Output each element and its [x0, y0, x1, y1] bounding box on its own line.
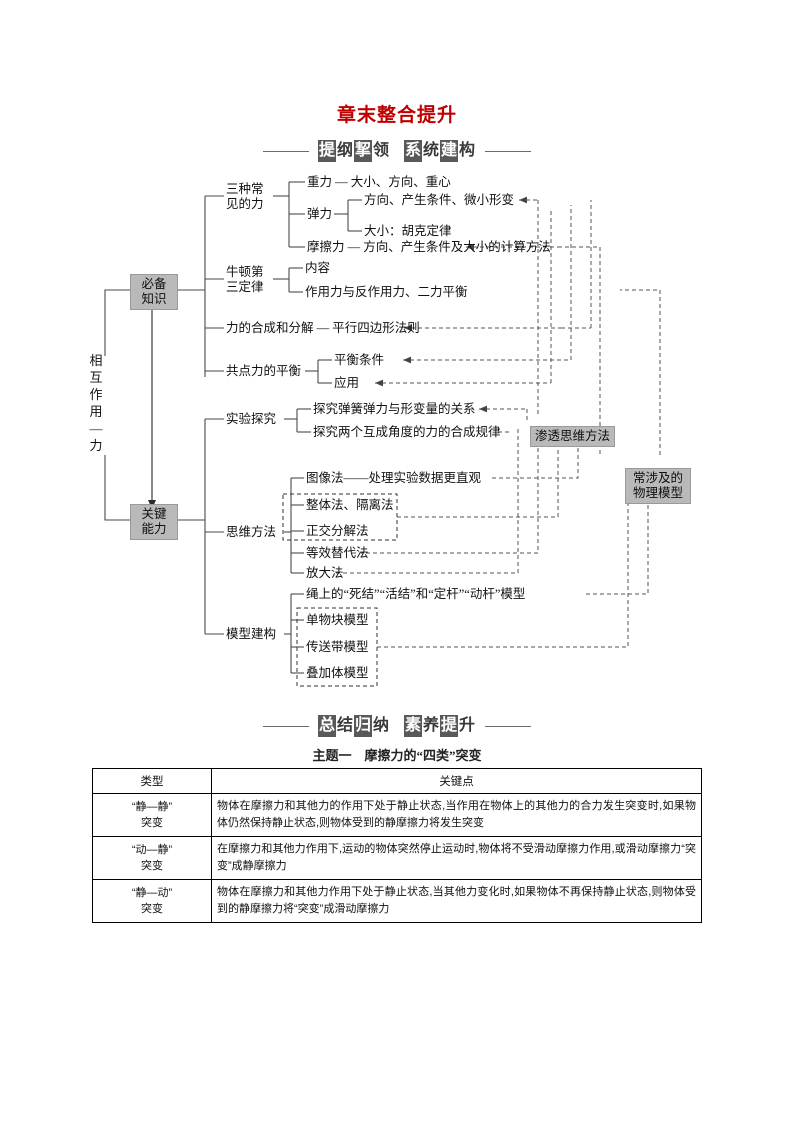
node-thinking-equivalent[interactable]: 等效替代法: [306, 546, 369, 560]
node-thinking-amplify[interactable]: 放大法: [306, 566, 344, 580]
table-cell-point: 物体在摩擦力和其他力作用下处于静止状态,当其他力变化时,如果物体不再保持静止状态…: [211, 879, 702, 923]
node-experiment-compose[interactable]: 探究两个互成角度的力的合成规律: [313, 425, 501, 439]
banner-char-0-3: 纳: [372, 717, 389, 734]
node-thinking-whole[interactable]: 整体法、隔离法: [306, 498, 394, 512]
banner-char-1-0: 系: [404, 140, 423, 162]
table-row: “静—静”突变物体在摩擦力和其他力的作用下处于静止状态,当作用在物体上的其他力的…: [92, 793, 702, 837]
banner-char-0-2: 归: [353, 715, 372, 737]
banner-char-1-1: 统: [423, 142, 440, 159]
node-newton3[interactable]: 牛顿第三定律: [226, 265, 264, 294]
table-cell-type: “静—静”突变: [92, 793, 212, 837]
banner1-words: 提纲挈领系统建构: [317, 140, 476, 162]
banner-char-0-0: 提: [317, 140, 336, 162]
node-experiment-spring[interactable]: 探究弹簧弹力与形变量的关系: [313, 402, 476, 416]
banner-word-0: 提纲挈领: [317, 140, 390, 162]
banner-word-0: 总结归纳: [317, 715, 390, 737]
banner-char-0-2: 挈: [353, 140, 372, 162]
chip-common-models[interactable]: 常涉及的物理模型: [625, 468, 691, 504]
banner-char-1-3: 构: [459, 142, 476, 159]
node-friction[interactable]: 摩擦力 — 方向、产生条件及大小的计算方法: [307, 240, 551, 254]
banner-char-1-2: 建: [440, 140, 459, 162]
banner-char-1-2: 提: [440, 715, 459, 737]
node-modeling[interactable]: 模型建构: [226, 627, 277, 641]
banner2-rule-right: [485, 725, 532, 727]
table-header-point: 关键点: [211, 768, 702, 794]
table-cell-type: “动—静”突变: [92, 836, 212, 880]
friction-mutation-table: 类型 关键点 “静—静”突变物体在摩擦力和其他力的作用下处于静止状态,当作用在物…: [92, 768, 702, 923]
banner-char-1-0: 素: [404, 715, 423, 737]
banner-word-1: 素养提升: [404, 715, 476, 737]
table-cell-point: 物体在摩擦力和其他力的作用下处于静止状态,当作用在物体上的其他力的合力发生突变时…: [211, 793, 702, 837]
node-thinking[interactable]: 思维方法: [226, 525, 277, 539]
node-elastic-hooke[interactable]: 大小：胡克定律: [364, 224, 452, 238]
table-header-type: 类型: [92, 768, 212, 794]
node-thinking-orthogonal[interactable]: 正交分解法: [306, 524, 369, 538]
node-model-stacked[interactable]: 叠加体模型: [306, 666, 369, 680]
banner-rule-left: [262, 150, 309, 152]
banner-char-1-3: 升: [459, 717, 476, 734]
node-newton3-content[interactable]: 内容: [305, 261, 331, 275]
node-newton3-pair[interactable]: 作用力与反作用力、二力平衡: [305, 285, 468, 299]
node-balance[interactable]: 共点力的平衡: [226, 364, 302, 378]
node-balance-application[interactable]: 应用: [334, 376, 360, 390]
banner-char-0-1: 结: [336, 717, 353, 734]
table-header-row: 类型 关键点: [92, 768, 702, 794]
table-row: “静—动”突变物体在摩擦力和其他力作用下处于静止状态,当其他力变化时,如果物体不…: [92, 879, 702, 923]
page-title: 章末整合提升: [336, 105, 457, 126]
table-row: “动—静”突变在摩擦力和其他力作用下,运动的物体突然停止运动时,物体将不受滑动摩…: [92, 836, 702, 880]
node-thinking-graph[interactable]: 图像法——处理实验数据更直观: [306, 471, 482, 485]
topic-subtitle: 主题一 摩擦力的“四类”突变: [312, 748, 482, 763]
table-cell-point: 在摩擦力和其他力作用下,运动的物体突然停止运动时,物体将不受滑动摩擦力作用,或滑…: [211, 836, 702, 880]
banner-char-1-1: 养: [423, 717, 440, 734]
node-experiment[interactable]: 实验探究: [226, 412, 277, 426]
section-banner-outline: 提纲挈领系统建构: [0, 140, 794, 162]
node-elastic-direction[interactable]: 方向、产生条件、微小形变: [364, 193, 515, 207]
node-elastic[interactable]: 弹力: [307, 207, 333, 221]
banner2-rule-left: [262, 725, 309, 727]
node-three-forces[interactable]: 三种常见的力: [226, 182, 264, 211]
chip-infuse-methods[interactable]: 渗透思维方法: [530, 426, 616, 447]
table-cell-type: “静—动”突变: [92, 879, 212, 923]
section-banner-summary: 总结归纳素养提升: [0, 715, 794, 737]
banner2-words: 总结归纳素养提升: [317, 715, 476, 737]
node-model-rope[interactable]: 绳上的“死结”“活结”和“定杆”“动杆”模型: [306, 587, 526, 601]
node-model-single[interactable]: 单物块模型: [306, 613, 369, 627]
chip-key-ability[interactable]: 关键能力: [130, 504, 178, 540]
banner-word-1: 系统建构: [404, 140, 476, 162]
table-body: “静—静”突变物体在摩擦力和其他力的作用下处于静止状态,当作用在物体上的其他力的…: [92, 793, 702, 923]
node-compose[interactable]: 力的合成和分解 — 平行四边形法则: [226, 321, 420, 335]
node-gravity[interactable]: 重力 — 大小、方向、重心: [307, 175, 451, 189]
banner-char-0-0: 总: [317, 715, 336, 737]
node-balance-condition[interactable]: 平衡条件: [334, 353, 385, 367]
banner-rule-right: [485, 150, 532, 152]
chip-core-knowledge[interactable]: 必备知识: [130, 274, 178, 310]
banner-char-0-3: 领: [372, 142, 389, 159]
banner-char-0-1: 纲: [336, 142, 353, 159]
mindmap-spine-label: 相互作用—力: [89, 353, 103, 453]
node-model-belt[interactable]: 传送带模型: [306, 640, 369, 654]
